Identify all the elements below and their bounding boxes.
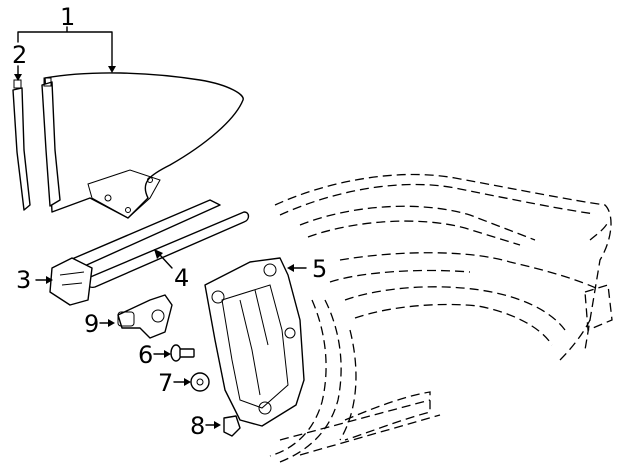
- vehicle-body-outline: [269, 173, 613, 463]
- quarter-glass: [44, 72, 244, 219]
- leader-lines: [14, 26, 307, 429]
- callout-8: 8: [190, 412, 205, 440]
- glass-guide-bracket: [49, 257, 93, 306]
- window-regulator: [204, 257, 305, 427]
- callout-6: 6: [138, 341, 153, 369]
- callout-labels: 1 2 3 4 5 6 7 8 9: [12, 3, 327, 440]
- callout-5: 5: [312, 255, 327, 283]
- callout-2: 2: [12, 41, 27, 69]
- belt-weatherstrip: [64, 199, 250, 289]
- window-motor: [117, 294, 173, 339]
- washer: [190, 372, 210, 392]
- callout-7: 7: [158, 369, 173, 397]
- clip: [223, 415, 241, 437]
- glass-run-seal: [12, 77, 61, 211]
- callout-3: 3: [16, 266, 31, 294]
- callout-4: 4: [174, 264, 189, 292]
- bolt: [170, 344, 195, 362]
- callout-9: 9: [84, 310, 99, 338]
- callout-1: 1: [60, 3, 75, 31]
